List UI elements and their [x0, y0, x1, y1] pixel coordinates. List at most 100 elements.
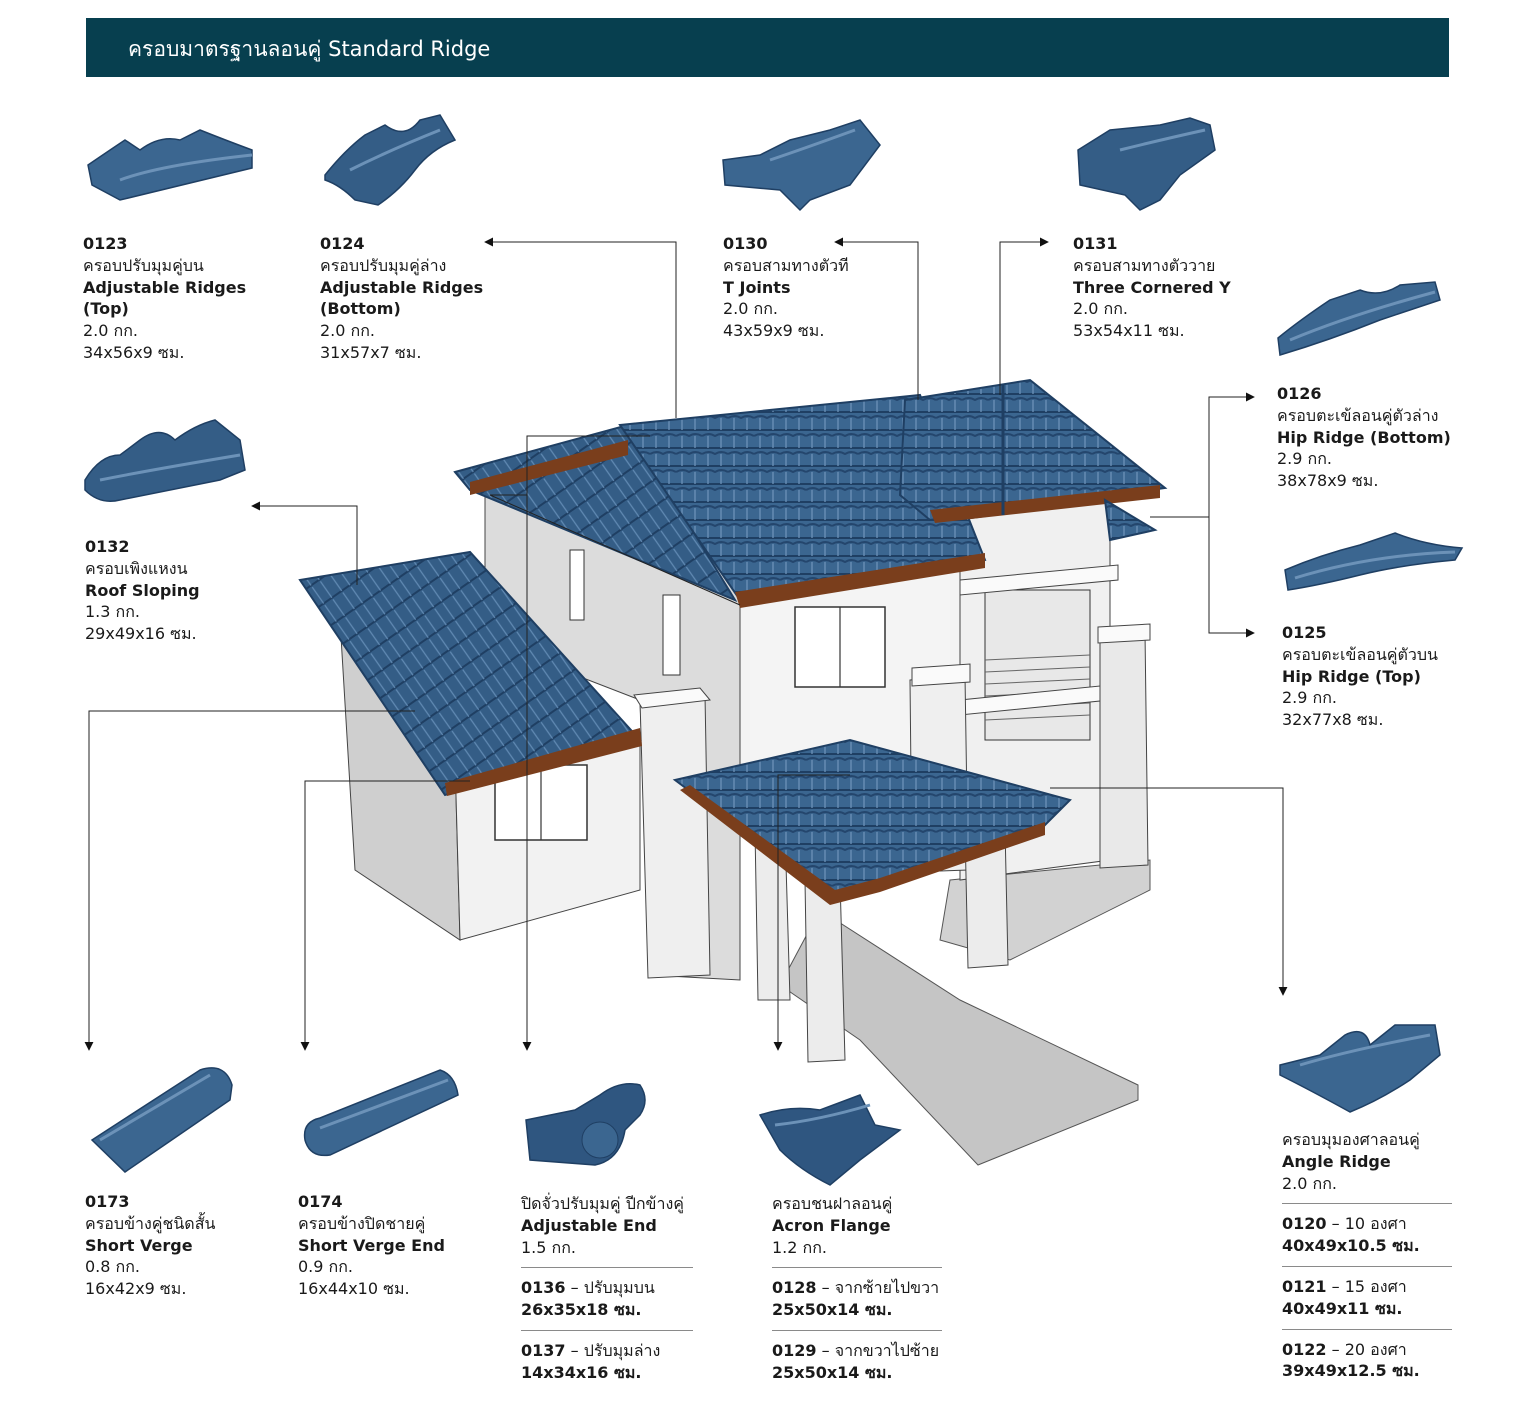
product-weight: 2.0 กก. — [723, 299, 778, 319]
variant-0137: 0137 – ปรับมุมล่าง 14x34x16 ซม. — [521, 1340, 693, 1384]
leader-0174 — [300, 780, 470, 1051]
variant-desc: – 20 องศา — [1326, 1339, 1407, 1359]
leader-0131 — [999, 237, 1049, 395]
product-weight: 1.5 กก. — [521, 1237, 576, 1257]
product-weight: 0.9 กก. — [298, 1257, 353, 1277]
variant-code: 0137 — [521, 1340, 566, 1360]
product-weight: 2.0 กก. — [320, 321, 375, 341]
product-name-th: ครอบตะเข้ลอนคู่ตัวบน — [1282, 644, 1438, 664]
leader-0173 — [84, 710, 415, 1051]
thumb-angle-ridge — [1279, 1024, 1441, 1113]
variant-code: 0136 — [521, 1278, 566, 1298]
product-name-en: Roof Sloping — [85, 580, 200, 600]
product-code: 0126 — [1277, 384, 1322, 403]
thumb-0124 — [324, 114, 457, 206]
product-code: 0124 — [320, 234, 365, 253]
variant-code: 0120 — [1282, 1214, 1327, 1234]
variant-desc: – ปรับมุมล่าง — [565, 1340, 661, 1360]
variant-size: 14x34x16 ซม. — [521, 1362, 642, 1382]
product-name-en: Angle Ridge — [1282, 1151, 1391, 1171]
product-weight: 1.2 กก. — [772, 1237, 827, 1257]
variant-desc: – จากซ้ายไปขวา — [816, 1278, 940, 1298]
product-0126: 0126 ครอบตะเข้ลอนคู่ตัวล่าง Hip Ridge (B… — [1277, 383, 1451, 492]
thumb-adjustable-end — [525, 1083, 646, 1166]
variant-size: 26x35x18 ซม. — [521, 1300, 642, 1320]
variant-desc: – จากขวาไปซ้าย — [816, 1340, 940, 1360]
product-name-th: ครอบปรับมุมคู่บน — [83, 255, 204, 275]
variant-code: 0129 — [772, 1340, 817, 1360]
leader-0130 — [834, 237, 919, 400]
product-name-th: ครอบข้างคู่ชนิดสั้น — [85, 1213, 216, 1233]
product-name-th: ครอบสามทางตัววาย — [1073, 255, 1216, 275]
variant-code: 0128 — [772, 1278, 817, 1298]
product-name-th: ครอบข้างปิดชายคู่ — [298, 1213, 426, 1233]
product-size: 29x49x16 ซม. — [85, 624, 197, 644]
product-name-th: ครอบชนฝาลอนคู่ — [772, 1194, 893, 1213]
product-size: 16x44x10 ซม. — [298, 1279, 410, 1299]
driveway — [779, 909, 1139, 1166]
product-size: 43x59x9 ซม. — [723, 321, 825, 341]
product-name-th: ครอบตะเข้ลอนคู่ตัวล่าง — [1277, 405, 1439, 425]
pillar-left — [639, 694, 711, 979]
product-name-en: Short Verge End — [298, 1235, 445, 1255]
leader-acron — [773, 774, 850, 1051]
product-adjustable-end: ปิดจั่วปรับมุมคู่ ปีกข้างคู่ Adjustable … — [521, 1193, 693, 1384]
product-size: 38x78x9 ซม. — [1277, 471, 1379, 491]
product-code: 0131 — [1073, 234, 1118, 253]
variant-code: 0121 — [1282, 1276, 1327, 1296]
product-0174: 0174 ครอบข้างปิดชายคู่ Short Verge End 0… — [298, 1191, 445, 1300]
product-name-en: Hip Ridge (Bottom) — [1277, 427, 1451, 447]
product-weight: 2.0 กก. — [1282, 1173, 1337, 1193]
leader-hip — [1150, 392, 1255, 518]
product-size: 34x56x9 ซม. — [83, 342, 185, 362]
product-name-th: ปิดจั่วปรับมุมคู่ ปีกข้างคู่ — [521, 1194, 684, 1213]
divider — [772, 1267, 942, 1269]
product-name-en: Adjustable End — [521, 1215, 657, 1235]
leader-0124 — [484, 237, 677, 418]
leader-hip-top — [1208, 517, 1255, 638]
product-0130: 0130 ครอบสามทางตัวที T Joints 2.0 กก. 43… — [723, 233, 849, 342]
product-name-en-2: (Bottom) — [320, 299, 401, 319]
divider — [521, 1267, 693, 1269]
divider — [1282, 1328, 1452, 1330]
thumb-0174 — [303, 1069, 459, 1157]
product-weight: 1.3 กก. — [85, 602, 140, 622]
variant-0136: 0136 – ปรับมุมบน 26x35x18 ซม. — [521, 1277, 693, 1321]
variant-size: 25x50x14 ซม. — [772, 1362, 893, 1382]
variant-desc: – 15 องศา — [1326, 1276, 1407, 1296]
thumb-0131 — [1077, 117, 1216, 211]
thumb-0173 — [90, 1067, 233, 1173]
divider — [772, 1329, 942, 1331]
product-code: 0130 — [723, 234, 768, 253]
product-weight: 2.0 กก. — [1073, 299, 1128, 319]
thumb-0125 — [1284, 532, 1464, 591]
product-name-en-2: (Top) — [83, 299, 129, 319]
product-0123: 0123 ครอบปรับมุมคู่บน Adjustable Ridges … — [83, 233, 246, 364]
tower-lower-roof — [1103, 498, 1158, 542]
product-angle-ridge: ครอบมุมองศาลอนคู่ Angle Ridge 2.0 กก. 01… — [1282, 1129, 1452, 1382]
thumb-0126 — [1277, 281, 1441, 356]
product-code: 0173 — [85, 1192, 130, 1211]
product-name-en: Adjustable Ridges — [320, 277, 484, 297]
product-name-en: Short Verge — [85, 1235, 193, 1255]
variant-0121: 0121 – 15 องศา 40x49x11 ซม. — [1282, 1276, 1452, 1320]
product-0131: 0131 ครอบสามทางตัววาย Three Cornered Y 2… — [1073, 233, 1231, 342]
product-weight: 2.0 กก. — [83, 321, 138, 341]
page-title: ครอบมาตรฐานลอนคู่ Standard Ridge — [128, 37, 491, 61]
divider — [1282, 1203, 1452, 1205]
thumb-0130 — [722, 119, 881, 212]
variant-0120: 0120 – 10 องศา 40x49x10.5 ซม. — [1282, 1213, 1452, 1257]
leader-0132 — [251, 501, 358, 585]
product-code: 0132 — [85, 537, 130, 556]
divider — [1282, 1265, 1452, 1267]
pillar-right — [1099, 631, 1149, 869]
product-name-en: T Joints — [723, 277, 791, 297]
product-weight: 0.8 กก. — [85, 1257, 140, 1277]
product-name-th: ครอบมุมองศาลอนคู่ — [1282, 1130, 1420, 1149]
variant-size: 40x49x10.5 ซม. — [1282, 1236, 1420, 1256]
product-size: 16x42x9 ซม. — [85, 1279, 187, 1299]
product-code: 0174 — [298, 1192, 343, 1211]
variant-desc: – ปรับมุมบน — [565, 1278, 655, 1298]
variant-size: 40x49x11 ซม. — [1282, 1298, 1403, 1318]
